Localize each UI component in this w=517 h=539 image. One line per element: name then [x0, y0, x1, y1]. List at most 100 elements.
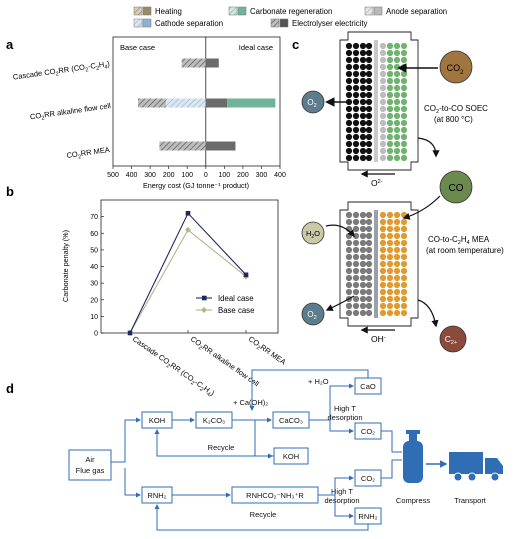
cell-particle — [379, 267, 387, 275]
legend-swatch-elec-b — [279, 18, 289, 28]
compress-label: Compress — [396, 496, 430, 505]
chart-b-ytick-label-2: 20 — [90, 297, 98, 304]
chart-a-left-title: Base case — [120, 43, 155, 52]
cell-particle — [379, 42, 387, 50]
cell-particle — [379, 147, 387, 155]
cell-particle — [393, 77, 401, 85]
cell-particle — [365, 295, 373, 303]
cell-particle — [345, 239, 353, 247]
cell-particle — [365, 281, 373, 289]
cell-particle — [345, 218, 353, 226]
cell-particle — [359, 126, 367, 134]
cell-particle — [352, 147, 360, 155]
cell-particle — [393, 281, 401, 289]
cell-particle — [359, 246, 367, 254]
cell-particle — [393, 140, 401, 148]
cell-particle — [393, 49, 401, 57]
cell-particle — [359, 281, 367, 289]
cell-particle — [365, 70, 373, 78]
cell-particle — [393, 211, 401, 219]
cell-particle — [386, 309, 394, 317]
cell-particle — [359, 56, 367, 64]
cell-particle — [379, 274, 387, 282]
cell-particle — [365, 77, 373, 85]
cell-particle — [379, 253, 387, 261]
bar-base-elec-2 — [159, 141, 206, 151]
cell-particle — [365, 218, 373, 226]
cell-particle — [400, 225, 408, 233]
cell-particle — [345, 119, 353, 127]
cell-particle — [352, 274, 360, 282]
h2o-label: H — [306, 229, 311, 238]
legend-label-anode: Anode separation — [386, 7, 447, 16]
o2-bot-label: O — [307, 310, 313, 319]
rnh2-label: RNH₂ — [147, 491, 166, 500]
chart-a-tick-label-4: 100 — [181, 172, 193, 179]
soec-temp: (at 800 °C) — [434, 115, 473, 124]
bar-base-cathode-1 — [165, 98, 206, 108]
c2-out-arrow — [417, 299, 439, 328]
cell-particle — [386, 281, 394, 289]
panel-label-d: d — [6, 381, 14, 396]
cell-particle — [365, 49, 373, 57]
svg-text:OH-: OH- — [371, 334, 386, 344]
co-out-arrow — [417, 137, 440, 158]
o2-top-label: O — [307, 98, 313, 107]
panel-label-b: b — [6, 184, 14, 199]
cell-particle — [379, 140, 387, 148]
cell-particle — [379, 295, 387, 303]
bar-ideal-elec-0 — [205, 58, 219, 68]
cell-particle — [393, 56, 401, 64]
h2o-tail: O — [314, 229, 320, 238]
cell-particle — [365, 211, 373, 219]
cell-particle — [393, 84, 401, 92]
h2o-add-label: + H₂O — [308, 377, 329, 386]
cell-particle — [345, 105, 353, 113]
cell-particle — [359, 274, 367, 282]
cell-particle — [345, 112, 353, 120]
cell-particle — [393, 309, 401, 317]
cell-particle — [345, 140, 353, 148]
chart-b-point-ideal-0 — [127, 330, 133, 336]
cell-particle — [386, 70, 394, 78]
cell-particle — [352, 211, 360, 219]
cell-particle — [386, 225, 394, 233]
cell-particle — [345, 281, 353, 289]
cell-particle — [400, 147, 408, 155]
cell-particle — [359, 140, 367, 148]
cell-particle — [359, 211, 367, 219]
cell-particle — [386, 84, 394, 92]
svg-text:CO-to-C2H4 MEA: CO-to-C2H4 MEA — [428, 235, 490, 246]
k2co3-label: K₂CO₃ — [203, 416, 225, 425]
cell-particle — [379, 63, 387, 71]
cell-particle — [379, 246, 387, 254]
cell-particle — [352, 91, 360, 99]
cell-particle — [365, 105, 373, 113]
cell-particle — [345, 154, 353, 162]
co-in-arrow — [402, 195, 441, 220]
cell-particle — [379, 84, 387, 92]
cell-particle — [365, 309, 373, 317]
cell-particle — [379, 239, 387, 247]
cell-particle — [352, 154, 360, 162]
cell-particle — [352, 56, 360, 64]
chart-a-tick-label-9: 400 — [274, 172, 286, 179]
cell-particle — [352, 84, 360, 92]
cell-particle — [365, 154, 373, 162]
cell-particle — [345, 63, 353, 71]
chart-b-legend-label-1: Base case — [218, 306, 254, 315]
cell-particle — [352, 105, 360, 113]
cell-particle — [352, 98, 360, 106]
svg-text:CO2-to-CO SOEC: CO2-to-CO SOEC — [424, 104, 488, 115]
cell-particle — [386, 253, 394, 261]
chart-b-point-base-1 — [185, 226, 191, 233]
rnh2-label-2: RNH₂ — [358, 512, 377, 521]
cell-particle — [365, 112, 373, 120]
mea-label-c: MEA — [470, 235, 490, 244]
cell-particle — [386, 246, 394, 254]
chart-b-ytick-label-3: 30 — [90, 281, 98, 288]
cell-particle — [386, 98, 394, 106]
cell-particle — [400, 49, 408, 57]
cell-particle — [345, 84, 353, 92]
cell-particle — [386, 154, 394, 162]
